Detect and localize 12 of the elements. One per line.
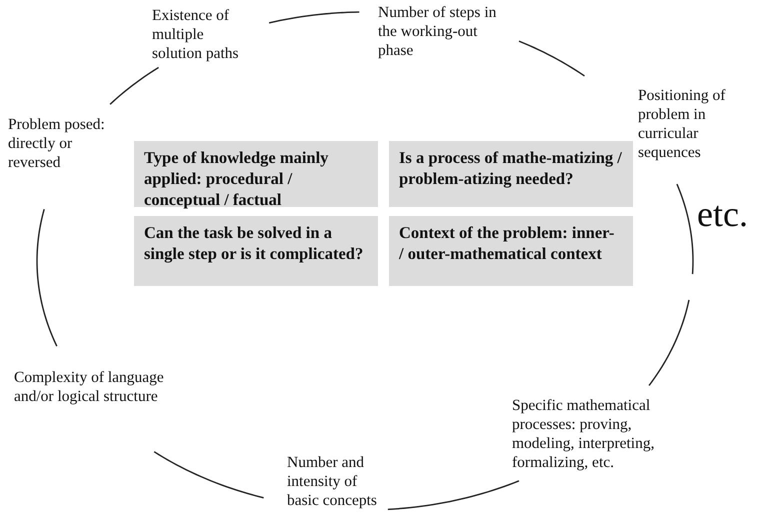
- etc-label: etc.: [697, 193, 749, 236]
- criterion-box: Type of knowledge mainly applied: procedural / conceptual / factual: [134, 141, 378, 207]
- criterion-label: Number of steps in the working-out phase: [378, 3, 498, 60]
- criterion-label: Problem posed: directly or reversed: [8, 115, 106, 172]
- criterion-label: Complexity of language and/or logical structure: [14, 368, 164, 406]
- criterion-label: Specific mathematical processes: proving, modeling, interpreting, formalizing, etc.: [512, 396, 656, 472]
- criterion-box: Context of the problem: inner- / outer-mathematical context: [389, 216, 633, 286]
- criterion-box: Is a process of mathe-matizing / problem-atizing needed?: [389, 141, 633, 207]
- criterion-label: Number and intensity of basic concepts: [287, 453, 378, 510]
- criterion-label: Existence of multiple solution paths: [152, 6, 240, 63]
- criterion-box: Can the task be solved in a single step or is it complicated?: [134, 216, 378, 286]
- criterion-label: Positioning of problem in curricular sequences: [638, 86, 726, 162]
